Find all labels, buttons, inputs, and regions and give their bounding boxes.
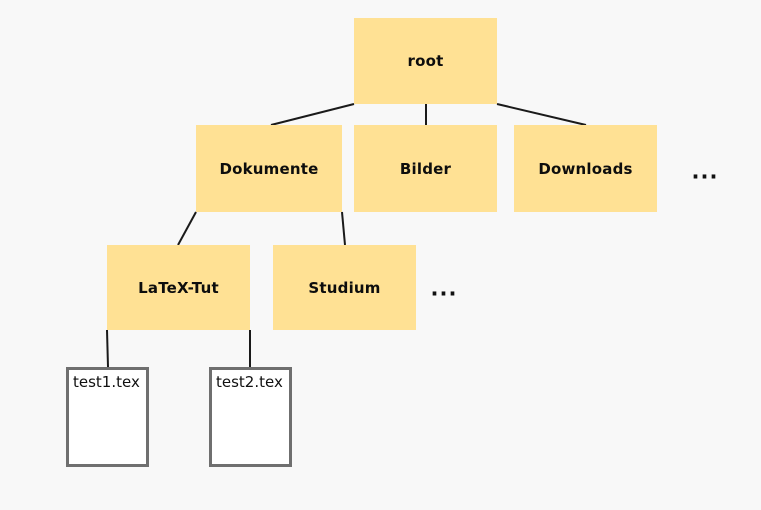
file-node-test1[interactable]: test1.tex — [66, 367, 149, 467]
node-label: test2.tex — [216, 373, 283, 391]
edge-root-downloads — [496, 103, 587, 126]
node-label: root — [407, 52, 444, 70]
file-node-test2[interactable]: test2.tex — [209, 367, 292, 467]
node-label: Studium — [308, 278, 381, 297]
node-label: test1.tex — [73, 373, 140, 391]
node-label: LaTeX-Tut — [138, 278, 219, 297]
edge-latex-test1 — [106, 329, 109, 368]
node-label: Downloads — [538, 159, 633, 178]
folder-node-root[interactable]: root — [354, 18, 497, 104]
folder-node-downloads[interactable]: Downloads — [514, 125, 657, 212]
folder-node-dokumente[interactable]: Dokumente — [196, 125, 342, 212]
edge-dok-studium — [341, 211, 346, 246]
edge-dok-latextut — [177, 211, 197, 246]
folder-node-bilder[interactable]: Bilder — [354, 125, 497, 212]
node-label: Dokumente — [219, 159, 319, 178]
folder-node-latextut[interactable]: LaTeX-Tut — [107, 245, 250, 330]
ellipsis-row2: ... — [691, 159, 719, 184]
folder-node-studium[interactable]: Studium — [273, 245, 416, 330]
ellipsis-row3: ... — [430, 276, 458, 301]
node-label: Bilder — [399, 159, 452, 178]
edge-root-dokumente — [270, 103, 355, 126]
